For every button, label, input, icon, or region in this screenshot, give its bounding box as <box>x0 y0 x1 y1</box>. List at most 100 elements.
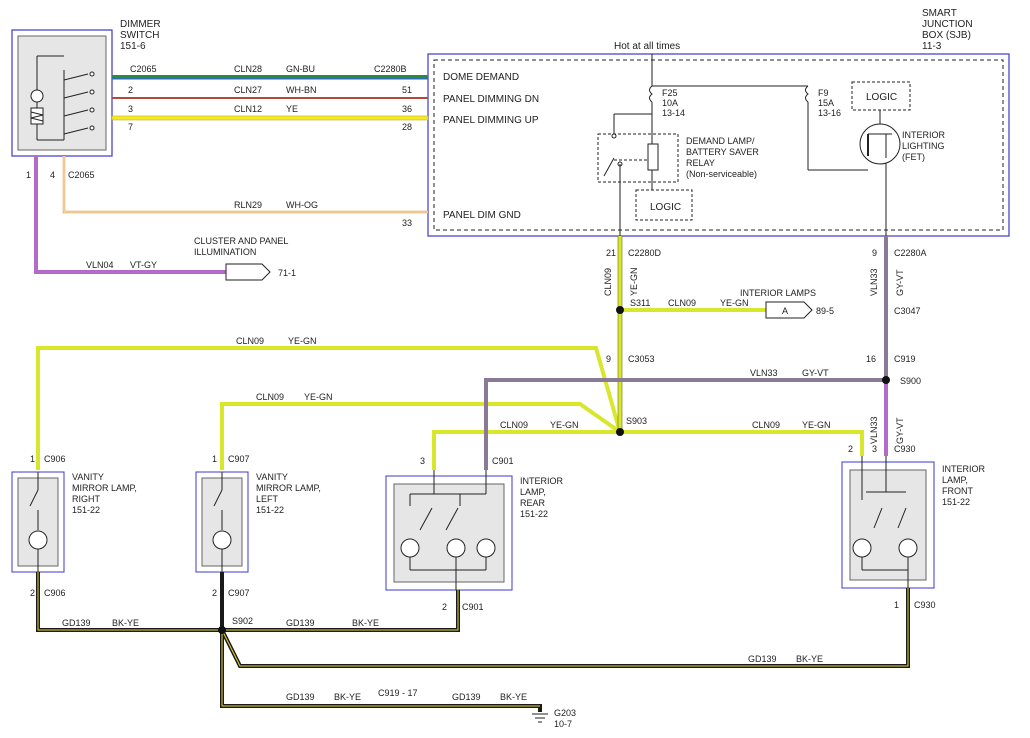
vanity-left-label-2: MIRROR LAMP, <box>256 483 321 493</box>
conn-c907-top: C907 <box>228 454 250 464</box>
wire-vln33-lower-color: GY-VT <box>895 417 905 444</box>
interior-lighting-label-1: INTERIOR <box>902 130 946 140</box>
cluster-label-1: CLUSTER AND PANEL <box>194 236 288 246</box>
wire-rln29-label: RLN29 <box>234 200 262 210</box>
sjb-ref: 11-3 <box>922 41 942 52</box>
pin-51: 51 <box>402 85 412 95</box>
wire-cln27-label: CLN27 <box>234 85 262 95</box>
pin-2-dimmer: 2 <box>128 85 133 95</box>
conn-c901-bottom: C901 <box>462 602 484 612</box>
f25-ref: 13-14 <box>662 108 685 118</box>
dimmer-label-1: DIMMER <box>120 19 161 30</box>
conn-c3053: C3053 <box>628 354 655 364</box>
pin-16: 16 <box>866 354 876 364</box>
splice-s900: S900 <box>900 376 921 386</box>
wire-cln09-vertical-label: CLN09 <box>603 268 613 296</box>
f9-ref: 13-16 <box>818 108 841 118</box>
wire-cln09-vertical-color: YE-GN <box>629 267 639 296</box>
wire-cln12-label: CLN12 <box>234 104 262 114</box>
pin-3-dimmer: 3 <box>128 104 133 114</box>
relay-label-4: (Non-serviceable) <box>686 169 757 179</box>
sjb-inner-box <box>433 59 1004 231</box>
logic-box-1 <box>635 189 693 221</box>
wire-gd139-network <box>36 572 910 712</box>
wire-vln33-horiz-label: VLN33 <box>750 368 778 378</box>
wire-gd139-stripe <box>37 572 909 707</box>
wire-cln09-right-color: YE-GN <box>288 336 317 346</box>
wire-cln09-lamps-label: CLN09 <box>668 298 696 308</box>
interior-rear-label-2: LAMP, <box>520 487 546 497</box>
pin-3-c901: 3 <box>420 456 425 466</box>
dimmer-switch-box <box>11 29 113 157</box>
splice-s903-dot <box>616 428 624 436</box>
sjb-label-3: BOX (SJB) <box>922 30 971 41</box>
sjb-pin-dome-demand: DOME DEMAND <box>443 72 519 83</box>
wire-cln09-lamps-color: YE-GN <box>720 298 749 308</box>
sjb-pin-panel-dim-gnd: PANEL DIM GND <box>443 210 521 221</box>
interior-lamps-label: INTERIOR LAMPS <box>740 288 816 298</box>
vanity-right-label-3: RIGHT <box>72 494 101 504</box>
pin-9-c3053: 9 <box>606 354 611 364</box>
conn-c919: C919 <box>894 354 916 364</box>
interior-front-label-3: FRONT <box>942 486 973 496</box>
wire-cln12-color: YE <box>286 104 298 114</box>
logic-box-2 <box>851 81 911 111</box>
logic-label-2: LOGIC <box>866 92 897 103</box>
pin-1-c906: 1 <box>30 454 35 464</box>
pin-1-dimmer: 1 <box>26 170 31 180</box>
wire-cln28-color: GN-BU <box>286 64 315 74</box>
wire-gd139-e-label: GD139 <box>452 692 481 702</box>
pin-21: 21 <box>606 248 616 258</box>
interior-rear-symbol <box>400 470 496 590</box>
wire-vln04 <box>34 156 226 274</box>
sjb-outer-box <box>427 53 1010 237</box>
interior-lighting-label-2: LIGHTING <box>902 141 945 151</box>
f9-amp: 15A <box>818 98 834 108</box>
dimmer-ref: 151-6 <box>120 41 146 52</box>
interior-lamps-tag: A <box>782 306 788 316</box>
relay-label-2: BATTERY SAVER <box>686 147 759 157</box>
wire-vln33-lower-label: VLN33 <box>869 416 879 444</box>
conn-c3047: C3047 <box>894 306 921 316</box>
wire-cln09-front-label: CLN09 <box>752 420 780 430</box>
wire-rln29-color: WH-OG <box>286 200 318 210</box>
hot-at-all-times-label: Hot at all times <box>614 41 680 52</box>
interior-rear-ref: 151-22 <box>520 509 548 519</box>
f25-name: F25 <box>662 88 678 98</box>
interior-front-label-2: LAMP, <box>942 475 968 485</box>
pin-9-c2280a: 9 <box>872 248 877 258</box>
vanity-left-label-1: VANITY <box>256 472 288 482</box>
interior-front-ref: 151-22 <box>942 497 970 507</box>
wire-cln27 <box>112 97 428 99</box>
wire-vln04-color: VT-GY <box>130 260 157 270</box>
wire-cln09-rear-label: CLN09 <box>500 420 528 430</box>
pin-2-c907: 2 <box>212 588 217 598</box>
sjb-pin-panel-dimming-dn: PANEL DIMMING DN <box>443 94 539 105</box>
pin-4-dimmer: 4 <box>50 170 55 180</box>
cluster-ref: 71-1 <box>278 268 296 278</box>
wire-cln09-network <box>36 236 864 470</box>
relay-symbol <box>603 133 659 177</box>
sjb-internal-wiring <box>613 54 887 236</box>
wire-cln09-left-color: YE-GN <box>304 392 333 402</box>
vanity-right-label-1: VANITY <box>72 472 104 482</box>
wire-cln09-left-label: CLN09 <box>256 392 284 402</box>
ground-name: G203 <box>554 708 576 718</box>
conn-c919-17: C919 - 17 <box>378 688 418 698</box>
pin-1-c930: 1 <box>894 600 899 610</box>
splice-s900-dot <box>882 376 890 384</box>
wire-gd139-b-label: GD139 <box>286 618 315 628</box>
wire-gd139-a-label: GD139 <box>62 618 91 628</box>
wire-vln33-network <box>484 236 888 470</box>
vanity-right-label-2: MIRROR LAMP, <box>72 483 137 493</box>
f9-name: F9 <box>818 88 829 98</box>
wire-vln33-horiz-color: GY-VT <box>802 368 829 378</box>
dimmer-switch-internals <box>30 55 95 141</box>
cluster-label-2: ILLUMINATION <box>194 247 256 257</box>
ground-symbol <box>532 713 548 723</box>
wire-cln28-label: CLN28 <box>234 64 262 74</box>
wire-gd139-b-color: BK-YE <box>352 618 379 628</box>
relay-box <box>597 133 679 183</box>
interior-lamps-ref: 89-5 <box>816 306 834 316</box>
conn-c906-bottom: C906 <box>44 588 66 598</box>
